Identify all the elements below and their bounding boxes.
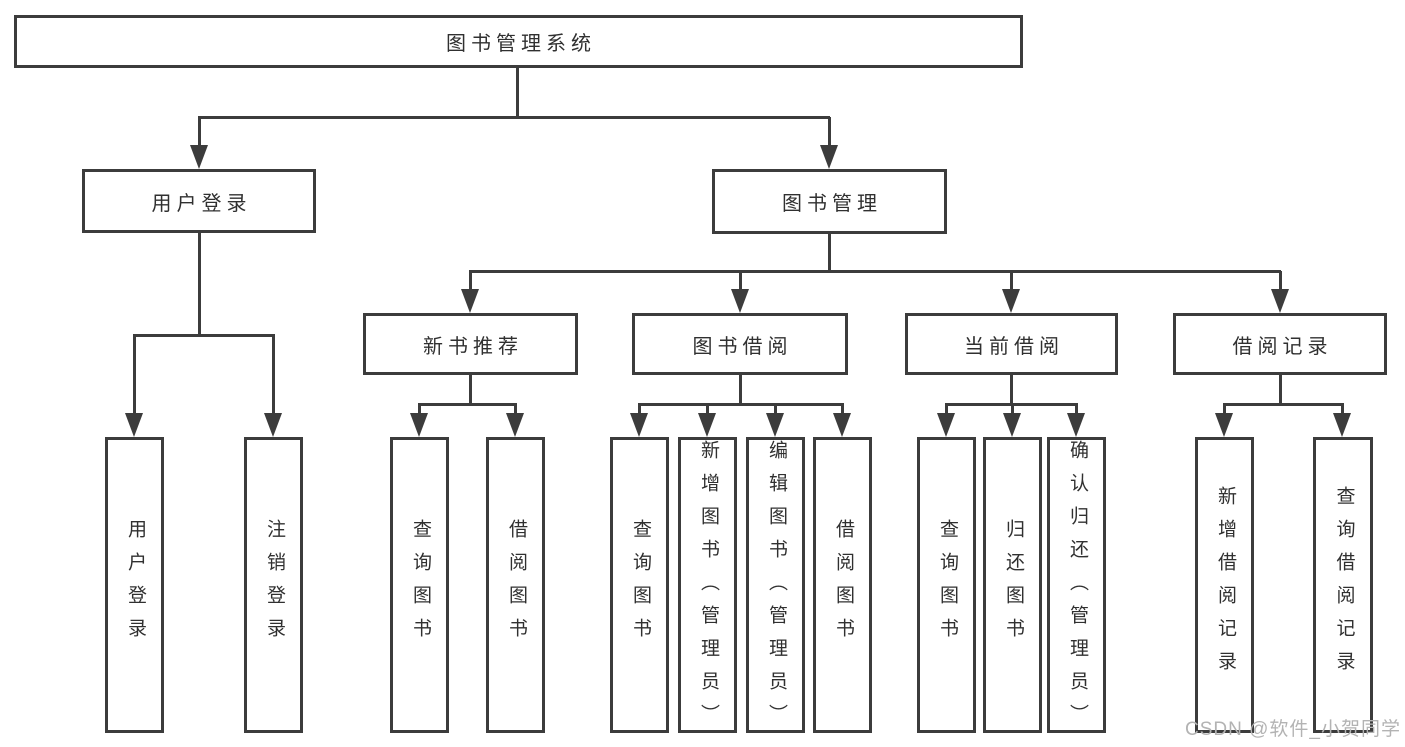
arrow-down-icon (264, 413, 282, 437)
connector-line (1010, 271, 1013, 291)
arrow-down-icon (937, 413, 955, 437)
leaf-return-book: 归还图书 (983, 437, 1042, 733)
connector-line (133, 334, 275, 337)
arrow-down-icon (461, 289, 479, 313)
arrow-down-icon (820, 145, 838, 169)
connector-line (469, 374, 472, 405)
connector-line (828, 117, 831, 147)
node-book-management-branch: 图书管理 (712, 169, 947, 234)
node-new-book-recommend: 新书推荐 (363, 313, 578, 375)
connector-line (1341, 404, 1344, 415)
connector-line (774, 404, 777, 415)
arrow-down-icon (766, 413, 784, 437)
connector-line (1075, 404, 1078, 415)
leaf-query-borrow-record: 查询借阅记录 (1313, 437, 1373, 733)
connector-line (469, 271, 472, 291)
connector-line (418, 404, 421, 415)
arrow-down-icon (1271, 289, 1289, 313)
connector-line (841, 404, 844, 415)
connector-line (1279, 271, 1282, 291)
connector-line (514, 404, 517, 415)
leaf-add-borrow-record: 新增借阅记录 (1195, 437, 1254, 733)
connector-line (638, 403, 844, 406)
arrow-down-icon (1333, 413, 1351, 437)
arrow-down-icon (833, 413, 851, 437)
leaf-query-books-current: 查询图书 (917, 437, 976, 733)
connector-line (198, 116, 830, 119)
leaf-logout: 注销登录 (244, 437, 303, 733)
arrow-down-icon (630, 413, 648, 437)
connector-line (706, 404, 709, 415)
connector-line (133, 335, 136, 415)
connector-line (638, 404, 641, 415)
connector-line (1279, 374, 1282, 405)
connector-line (469, 270, 1281, 273)
leaf-user-login: 用户登录 (105, 437, 164, 733)
node-root: 图书管理系统 (14, 15, 1023, 68)
connector-line (828, 233, 831, 272)
leaf-edit-book-admin: 编辑图书（管理员） (746, 437, 805, 737)
connector-line (1010, 374, 1013, 405)
connector-line (1223, 403, 1344, 406)
arrow-down-icon (125, 413, 143, 437)
arrow-down-icon (190, 145, 208, 169)
connector-line (1223, 404, 1226, 415)
csdn-watermark: CSDN @软件_小贺同学 (1185, 719, 1401, 740)
leaf-borrow-books-borrowing: 借阅图书 (813, 437, 872, 733)
connector-line (198, 117, 201, 147)
arrow-down-icon (1067, 413, 1085, 437)
arrow-down-icon (731, 289, 749, 313)
arrow-down-icon (1002, 289, 1020, 313)
leaf-query-books-borrowing: 查询图书 (610, 437, 669, 733)
arrow-down-icon (506, 413, 524, 437)
connector-line (739, 271, 742, 291)
leaf-borrow-books-recommend: 借阅图书 (486, 437, 545, 733)
connector-line (1011, 404, 1014, 415)
connector-line (739, 374, 742, 405)
connector-line (516, 68, 519, 118)
node-borrowing-records: 借阅记录 (1173, 313, 1387, 375)
leaf-add-book-admin: 新增图书（管理员） (678, 437, 737, 737)
node-user-login-branch: 用户登录 (82, 169, 316, 233)
arrow-down-icon (410, 413, 428, 437)
node-current-borrowing: 当前借阅 (905, 313, 1118, 375)
arrow-down-icon (698, 413, 716, 437)
connector-line (272, 335, 275, 415)
node-book-borrowing: 图书借阅 (632, 313, 848, 375)
arrow-down-icon (1003, 413, 1021, 437)
leaf-confirm-return-admin: 确认归还（管理员） (1047, 437, 1106, 737)
connector-line (418, 403, 517, 406)
connector-line (945, 404, 948, 415)
connector-line (198, 232, 201, 336)
arrow-down-icon (1215, 413, 1233, 437)
leaf-query-books-recommend: 查询图书 (390, 437, 449, 733)
